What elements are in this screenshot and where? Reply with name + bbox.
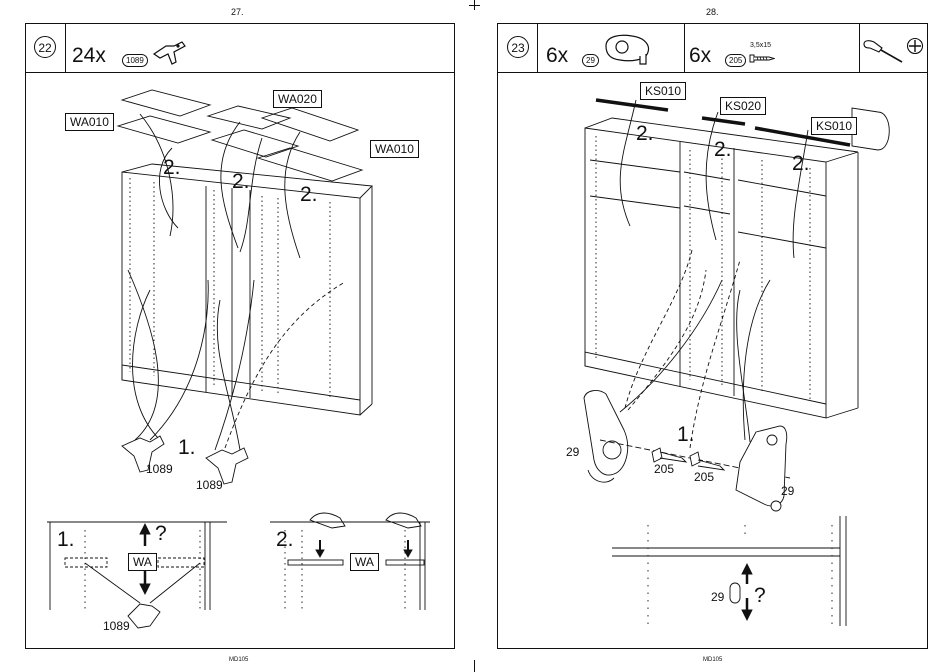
step-mark: 2. [714,138,732,162]
question-mark: ? [754,584,766,608]
rail-label-ks010: KS010 [811,117,857,135]
step-mark: 1. [677,423,695,447]
rail-label-ks010: KS010 [640,82,686,100]
rail-bundle [852,108,889,150]
part-label: 29 [711,590,724,604]
cabinet-body [585,128,826,418]
part-label: 205 [694,470,714,484]
part-label: 29 [781,484,794,498]
step-mark: 2. [636,122,654,146]
part-label: 205 [654,462,674,476]
rail-label-ks020: KS020 [720,97,766,115]
step-mark: 2. [792,152,810,176]
part-label: 29 [566,445,579,459]
